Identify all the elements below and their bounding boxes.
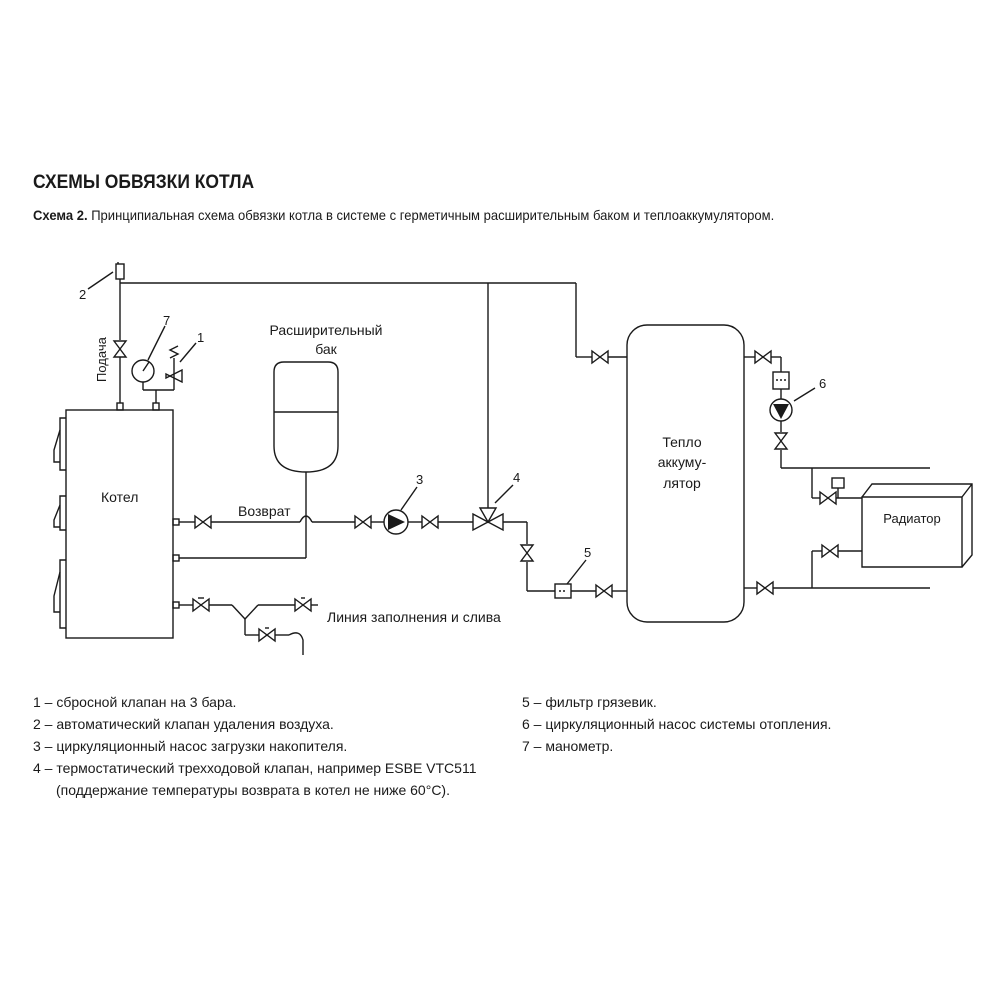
label-expansion-tank-2: бак [315, 341, 337, 357]
boiler [65, 409, 174, 639]
page-title: СХЕМЫ ОБВЯЗКИ КОТЛА [33, 172, 255, 193]
label-radiator: Радиатор [883, 511, 941, 526]
legend-item: 6 – циркуляционный насос системы отоплен… [522, 716, 832, 732]
label-n6: 6 [819, 376, 826, 391]
diagram-caption: Схема 2. Принципиальная схема обвязки ко… [33, 207, 774, 223]
boiler-doors [53, 417, 66, 629]
manometer [131, 359, 155, 383]
caption-label: Схема 2. [33, 207, 88, 223]
charging-pump [383, 509, 409, 535]
legend-item: (поддержание температуры возврата в коте… [56, 782, 450, 798]
label-n2: 2 [79, 287, 86, 302]
label-feed: Подача [94, 336, 109, 382]
legend-left: 1 – сбросной клапан на 3 бара. 2 – автом… [33, 691, 477, 801]
label-accumulator-1: Тепло [662, 434, 701, 450]
legend-item: 7 – манометр. [522, 738, 614, 754]
label-boiler: Котел [101, 489, 138, 505]
label-n4: 4 [513, 470, 520, 485]
air-vent [115, 263, 125, 280]
legend-item: 1 – сбросной клапан на 3 бара. [33, 694, 237, 710]
legend-item: 3 – циркуляционный насос загрузки накопи… [33, 738, 348, 754]
legend-item: 5 – фильтр грязевик. [522, 694, 657, 710]
label-accumulator-3: лятор [663, 475, 701, 491]
legend-item: 2 – автоматический клапан удаления возду… [33, 716, 334, 732]
heating-pump [769, 398, 793, 422]
label-n1: 1 [197, 330, 204, 345]
label-expansion-tank-1: Расширительный [270, 322, 383, 338]
legend-item: 4 – термостатический трехходовой клапан,… [33, 760, 477, 776]
pipes [53, 262, 973, 655]
radiator [861, 483, 973, 568]
dirt-filter [554, 583, 572, 599]
relief-valve [165, 368, 183, 384]
label-return: Возврат [238, 503, 291, 519]
three-way-valve [472, 507, 504, 532]
caption-text: Принципиальная схема обвязки котла в сис… [87, 207, 775, 223]
legend-right: 5 – фильтр грязевик. 6 – циркуляционный … [522, 691, 831, 757]
ball-valves [113, 340, 839, 642]
label-accumulator-2: аккуму- [658, 454, 707, 470]
label-n7: 7 [163, 313, 170, 328]
label-n3: 3 [416, 472, 423, 487]
label-fill-drain: Линия заполнения и слива [327, 609, 501, 625]
expansion-tank [273, 361, 339, 473]
heat-accumulator [626, 324, 745, 623]
label-n5: 5 [584, 545, 591, 560]
